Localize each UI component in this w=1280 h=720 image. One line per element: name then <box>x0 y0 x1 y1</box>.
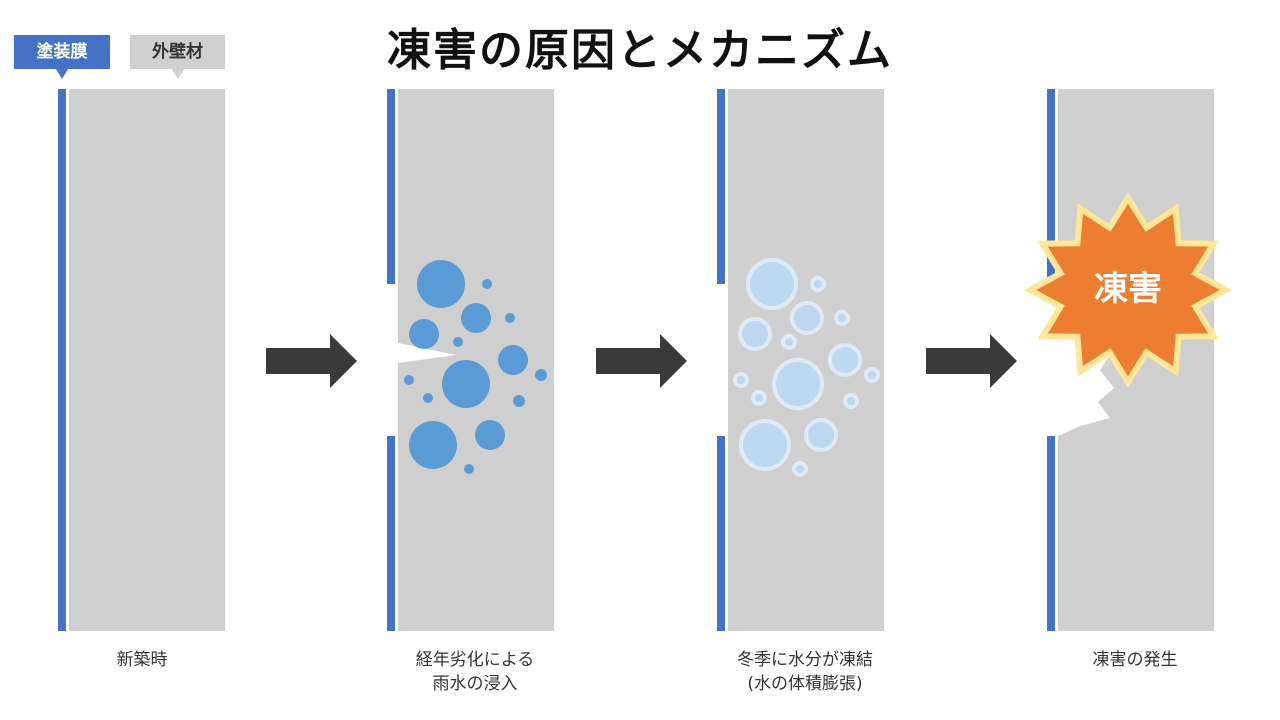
water-droplets <box>404 260 547 474</box>
caption-line: 凍害の発生 <box>1092 650 1178 670</box>
crack <box>398 343 456 363</box>
wall-label: 外壁材 <box>130 35 225 69</box>
coating-layer-upper <box>387 89 395 284</box>
wall-panel <box>69 89 225 631</box>
arrow-right-icon <box>926 334 1017 388</box>
caption-line: 経年劣化による <box>415 650 535 670</box>
arrow-right-icon <box>266 334 357 388</box>
stage-freezing <box>717 89 884 631</box>
stage-freeze-damage: 凍害 <box>1023 89 1233 631</box>
caption-line: (水の体積膨張) <box>747 674 863 694</box>
caption-stage-3: 冬季に水分が凍結 (水の体積膨張) <box>685 648 925 696</box>
coating-label: 塗装膜 <box>14 35 110 69</box>
arrow-right-icon <box>596 334 687 388</box>
caption-line: 雨水の浸入 <box>432 674 518 694</box>
coating-layer-lower <box>1047 436 1055 631</box>
burst-icon <box>1023 192 1233 388</box>
caption-stage-2: 経年劣化による 雨水の浸入 <box>355 648 595 696</box>
coating-layer-upper <box>717 89 725 284</box>
coating-layer-upper <box>1047 89 1055 284</box>
coating-layer-lower <box>387 436 395 631</box>
caption-line: 新築時 <box>116 650 168 670</box>
coating-label-pointer <box>56 69 68 79</box>
coating-layer <box>58 89 66 631</box>
caption-line: 冬季に水分が凍結 <box>737 650 873 670</box>
ice-crystals <box>733 258 880 477</box>
wall-panel <box>398 89 554 631</box>
caption-stage-1: 新築時 <box>22 648 262 672</box>
page-title: 凍害の原因とメカニズム <box>387 25 893 76</box>
caption-stage-4: 凍害の発生 <box>1015 648 1255 672</box>
coating-layer-lower <box>717 436 725 631</box>
wall-label-pointer <box>172 69 184 79</box>
stage-water-intrusion <box>387 89 554 631</box>
burst-label: 凍害 <box>1094 269 1162 309</box>
stage-new-build <box>58 89 225 631</box>
